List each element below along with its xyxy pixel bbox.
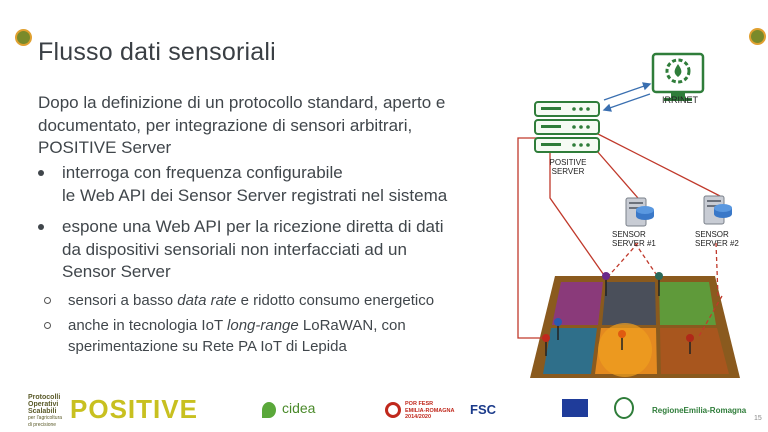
bullet-2-line3: Sensor Server	[62, 262, 171, 281]
sub1-post: e ridotto consumo energetico	[236, 292, 435, 309]
corner-logo-right	[749, 28, 766, 45]
positive-server-icon	[534, 101, 600, 153]
eu-flag-icon	[562, 399, 588, 417]
sub1-em: data rate	[177, 292, 237, 309]
irrinet-monitor-icon	[651, 52, 705, 101]
regione-logo: RegioneEmilia-Romagna	[652, 406, 747, 415]
sub2-post: LoRaWAN, con	[298, 317, 406, 334]
subbullet-2: anche in tecnologia IoT long-range LoRaW…	[44, 315, 484, 357]
tagline-3: Scalabili	[28, 408, 57, 415]
architecture-diagram	[517, 52, 740, 378]
positive-logo: Protocolli Operativi Scalabili per l'agr…	[28, 392, 208, 428]
bullet-dot	[38, 170, 44, 176]
bullet-2: espone una Web API per la ricezione dire…	[38, 216, 498, 284]
sensor-server-2-label-line2: SERVER #2	[695, 239, 739, 248]
bullet-1-line1: interroga con frequenza configurabile	[62, 163, 343, 182]
sub2-em: long-range	[227, 317, 299, 334]
cidea-logo: cidea	[262, 400, 322, 422]
sub2-line2: sperimentazione su Rete PA IoT di Lepida	[68, 338, 347, 355]
positive-server-label: POSITIVE SERVER	[538, 158, 598, 176]
irrinet-label: IRRINET	[662, 95, 698, 105]
tagline-2: Operativi	[28, 401, 59, 408]
por-fesr-line2: EMILIA-ROMAGNA	[405, 407, 455, 414]
positive-server-label-line2: SERVER	[551, 167, 585, 176]
intro-paragraph: Dopo la definizione di un protocollo sta…	[38, 93, 446, 157]
sensor-server-1-label-line2: SERVER #1	[612, 239, 656, 248]
cidea-label: cidea	[282, 400, 316, 416]
positive-wordmark: POSITIVE	[70, 394, 198, 424]
sensor-server-1-label: SENSOR SERVER #1	[612, 230, 672, 248]
bullet-dot	[38, 224, 44, 230]
field-map	[530, 276, 740, 378]
sub2-pre: anche in tecnologia IoT	[68, 317, 228, 334]
cidea-icon	[262, 402, 276, 418]
sensor-pins	[542, 272, 694, 356]
tagline-4: per l'agricoltura	[28, 415, 63, 421]
sensor-server-2-icon	[703, 195, 732, 225]
por-fesr-line3: 2014/2020	[405, 414, 431, 420]
corner-logo-left	[15, 29, 32, 46]
positive-server-label-line1: POSITIVE	[549, 158, 587, 167]
page-number: 15	[754, 415, 762, 422]
bullet-2-line2: da dispositivi sensoriali non interfacci…	[62, 239, 407, 259]
subbullet-1: sensori a basso data rate e ridotto cons…	[44, 290, 484, 311]
tagline-5: di precisione	[28, 422, 57, 428]
fsc-logo: FSC	[470, 402, 496, 417]
italy-emblem-icon	[614, 397, 634, 419]
sensor-server-2-label-line1: SENSOR	[695, 230, 729, 239]
bullet-1-line2: le Web API dei Sensor Server registrati …	[62, 185, 448, 205]
subbullet-circle	[44, 322, 51, 329]
sensor-server-1-icon	[625, 197, 654, 227]
sensor-server-1-label-line1: SENSOR	[612, 230, 646, 239]
subbullet-circle	[44, 297, 51, 304]
sensor-server-2-label: SENSOR SERVER #2	[695, 230, 755, 248]
por-fesr-line1: POR FESR	[405, 401, 434, 407]
bullet-1: interroga con frequenza configurabile le…	[38, 162, 498, 207]
por-fesr-logo: POR FESR EMILIA-ROMAGNA 2014/2020	[385, 400, 455, 424]
por-fesr-icon	[385, 402, 401, 418]
slide-title: Flusso dati sensoriali	[38, 38, 276, 66]
positive-logo-tagline: Protocolli Operativi Scalabili per l'agr…	[28, 394, 62, 429]
tagline-1: Protocolli	[28, 394, 61, 401]
por-fesr-text: POR FESR EMILIA-ROMAGNA 2014/2020	[405, 401, 455, 421]
bullet-2-line1: espone una Web API per la ricezione dire…	[62, 217, 444, 236]
sync-arrows	[602, 82, 652, 112]
sub1-pre: sensori a basso	[68, 292, 178, 309]
